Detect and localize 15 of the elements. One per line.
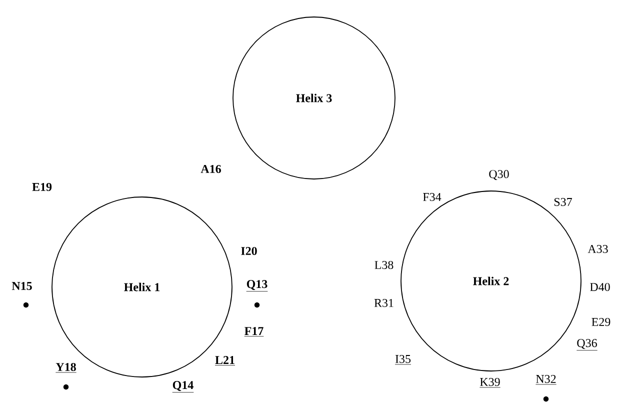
- residue-label: K39: [479, 378, 501, 388]
- residue-label: Q36: [576, 339, 598, 351]
- residue-label: N32: [535, 374, 557, 385]
- residue-label: Q13: [246, 280, 268, 292]
- residue-label: Q14: [172, 381, 194, 393]
- residue-label: S37: [554, 198, 572, 206]
- residue-label: E19: [32, 182, 52, 192]
- residue-label: F17: [244, 327, 264, 337]
- residue-label: Q30: [489, 170, 509, 180]
- residue-label: F34: [423, 192, 442, 202]
- residue-label: N15: [12, 282, 32, 290]
- residue-label: A16: [200, 164, 221, 174]
- residue-label: L21: [214, 356, 236, 366]
- residue-label: I35: [394, 354, 412, 365]
- residue-label: Y18: [55, 362, 77, 373]
